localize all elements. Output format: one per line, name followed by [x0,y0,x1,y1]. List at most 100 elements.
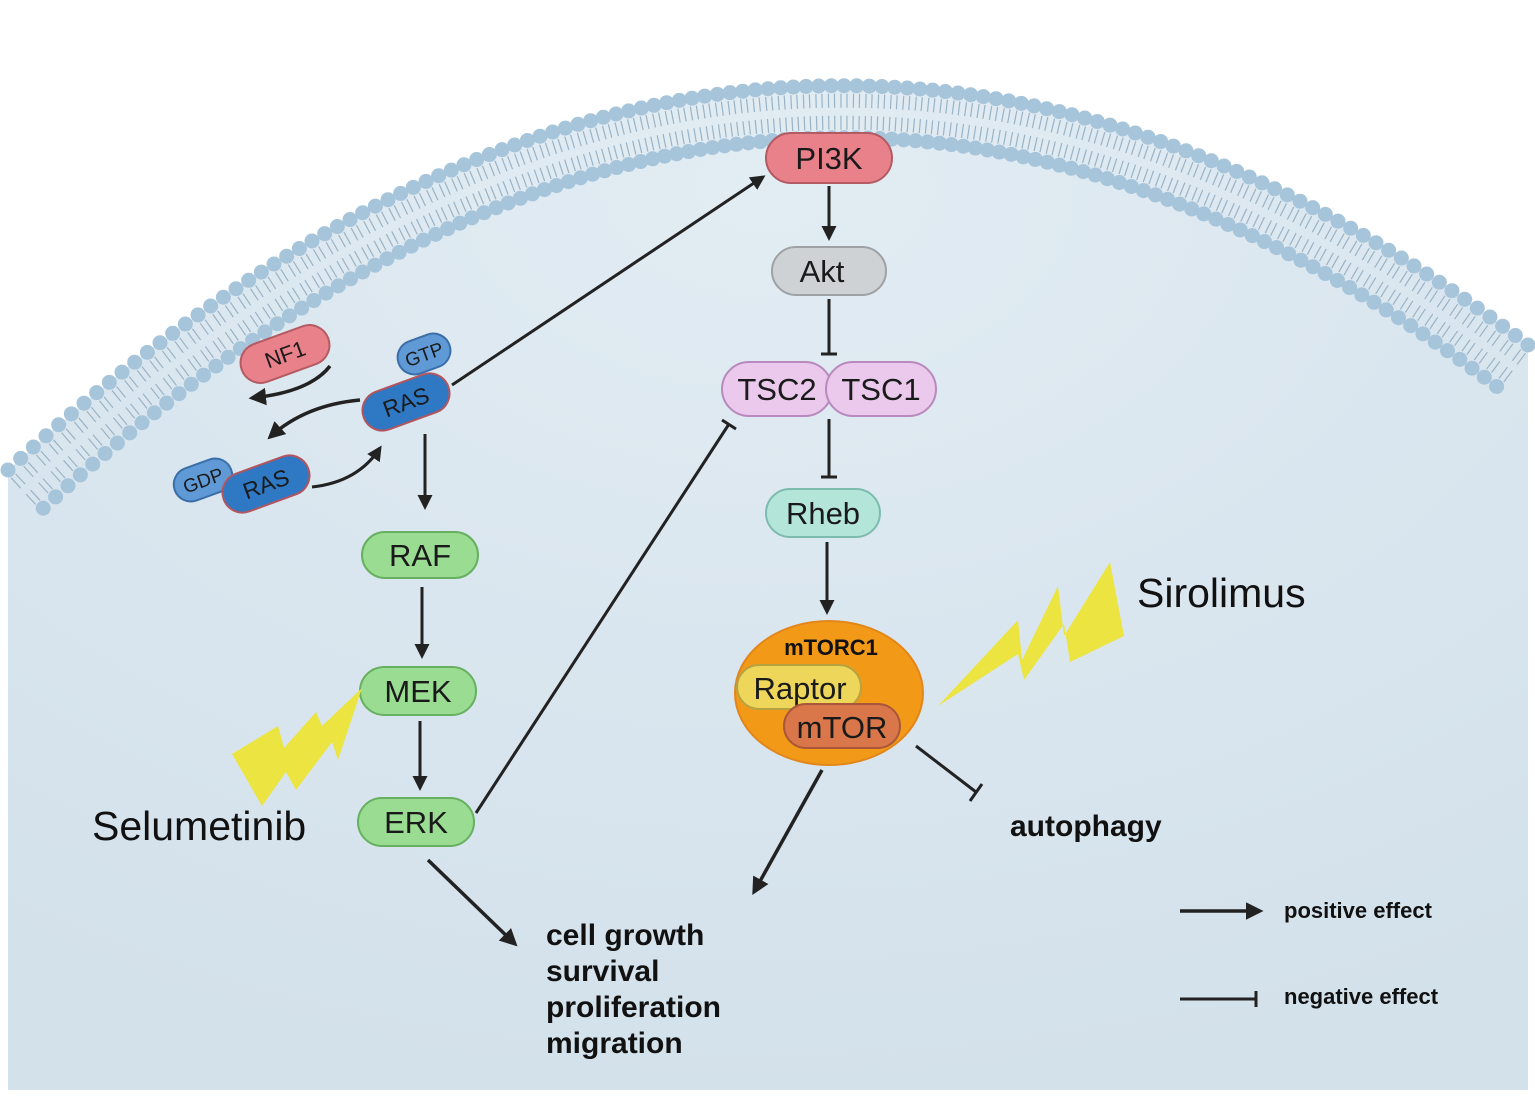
akt-node: Akt [771,246,887,296]
lipid-head [403,238,419,254]
lipid-tail [908,96,911,111]
lipid-tail [1142,168,1149,183]
lipid-tail [481,165,489,180]
lipid-head [196,367,212,383]
lipid-tail [1279,203,1288,217]
lipid-head [693,141,709,157]
lipid-tail [926,97,930,112]
lipid-tail [1191,187,1198,201]
lipid-tail [595,127,601,142]
lipid-tail [1196,189,1204,203]
lipid-tail [785,117,788,132]
lipid-head [469,152,485,168]
lipid-head [1469,300,1485,316]
lipid-head [1013,95,1029,111]
lipid-head [1216,158,1232,174]
lipid-tail [403,224,411,238]
lipid-head [671,92,687,108]
lipid-tail [255,285,264,298]
lipid-tail [1264,220,1272,234]
lipid-head [1160,191,1176,207]
lipid-tail [329,265,338,278]
lipid-tail [1311,219,1320,233]
lipid-tail [582,153,589,168]
lipid-head [291,241,307,257]
lipid-tail [1417,308,1426,321]
cell-membrane [0,78,1535,516]
lipid-head [89,385,105,401]
lipid-tail [766,118,770,133]
lipid-tail [1329,229,1338,243]
lipid-tail [187,358,197,371]
lipid-head [920,134,936,150]
lipid-head [1355,227,1371,243]
lipid-tail [166,346,177,359]
lipid-tail [595,150,601,165]
lipid-tail [1380,284,1389,298]
lipid-head [1305,200,1321,216]
lipid-tail [1021,134,1026,149]
lipid-head [747,82,763,98]
lipid-tail [279,295,289,308]
lipid-tail [544,142,551,157]
lipid-head [1368,235,1384,251]
lipid-tail [1075,124,1081,139]
lipid-tail [40,450,51,462]
lipid-tail [1318,248,1327,262]
lipid-tail [1374,255,1383,268]
selumetinib-lightning-icon [232,688,362,806]
raptor-label: Raptor [753,671,846,706]
lipid-tail [267,276,277,290]
lipid-head [1256,234,1272,250]
lipid-head [1232,222,1248,238]
lipid-tail [1025,113,1030,127]
lipid-tail [465,196,473,210]
lipid-tail [1336,233,1345,247]
lipid-head [127,354,143,370]
lipid-tail [1038,115,1043,130]
lipid-tail [1124,162,1130,176]
lipid-tail [484,188,491,202]
lipid-tail [912,118,916,133]
lipid-tail [179,337,189,350]
lipid-head [48,489,64,505]
lipid-tail [459,198,467,212]
lipid-head [967,140,983,156]
lipid-head [342,271,358,287]
lipid-tail [532,146,538,161]
lipid-tail [237,323,247,336]
lipid-tail [1209,194,1216,208]
lipid-head [51,417,67,433]
lipid-tail [1386,262,1396,276]
lipid-head [519,133,535,149]
lipid-head [735,83,751,99]
lipid-head [1267,181,1283,197]
lipid-tail [1355,269,1364,283]
lipid-head [97,445,113,461]
lipid-head [1427,334,1443,350]
lipid-tail [652,113,657,128]
lipid-tail [1199,166,1207,181]
lipid-tail [398,227,406,241]
lipid-head [1087,167,1103,183]
lipid-tail [876,116,879,131]
lipid-head [76,395,92,411]
lipid-tail [86,410,97,423]
lipid-tail [381,211,389,225]
lipid-tail [1391,266,1401,279]
lipid-head [1191,148,1207,164]
lipid-tail [311,275,320,289]
lipid-tail [98,400,109,412]
lipid-tail [440,207,448,221]
lipid-tail [1299,213,1307,227]
lipid-tail [614,122,620,137]
lipid-tail [1125,139,1131,154]
lipid-tail [175,368,185,381]
lipid-head [294,300,310,316]
lipid-tail [1203,192,1211,206]
lipid-tail [539,167,546,182]
lipid-tail [877,94,880,109]
lipid-tail [1326,252,1334,266]
lipid-head [645,151,661,167]
sirolimus-label: Sirolimus [1137,570,1306,616]
